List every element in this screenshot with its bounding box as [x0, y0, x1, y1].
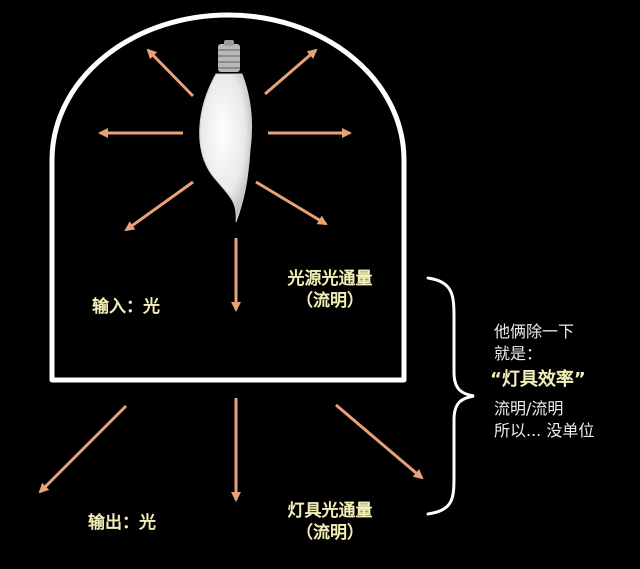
ray-upper-left-arrow	[146, 48, 195, 98]
curly-brace	[426, 276, 475, 516]
ray-upper-right-arrow	[264, 48, 318, 96]
output-left-arrow	[38, 404, 128, 494]
output-right-arrow	[335, 403, 424, 480]
note-line-2: 就是：	[494, 344, 543, 363]
output-light-label: 输出：光	[88, 513, 156, 533]
source-flux-title: 光源光通量	[287, 269, 373, 289]
note-line-4: 所以... 没单位	[494, 421, 595, 440]
outer-light-rays	[38, 398, 424, 502]
ray-lower-right-arrow	[255, 180, 328, 226]
source-flux-label: 光源光通量 （流明）	[270, 268, 390, 312]
enclosure-outline	[49, 12, 407, 383]
input-light-label: 输入：光	[92, 297, 160, 317]
fixture-flux-title: 灯具光通量	[287, 501, 373, 521]
candle-bulb-icon	[199, 40, 253, 223]
note-line-1: 他俩除一下	[494, 322, 575, 341]
note-line-3: 流明/流明	[494, 399, 564, 418]
ray-lower-left-arrow	[124, 180, 194, 232]
fixture-flux-unit: （流明）	[296, 523, 364, 543]
note-efficiency-emphasis: “灯具效率”	[490, 369, 586, 390]
fixture-flux-label: 灯具光通量 （流明）	[270, 500, 390, 544]
inner-light-rays	[98, 48, 352, 312]
source-flux-unit: （流明）	[296, 291, 364, 311]
